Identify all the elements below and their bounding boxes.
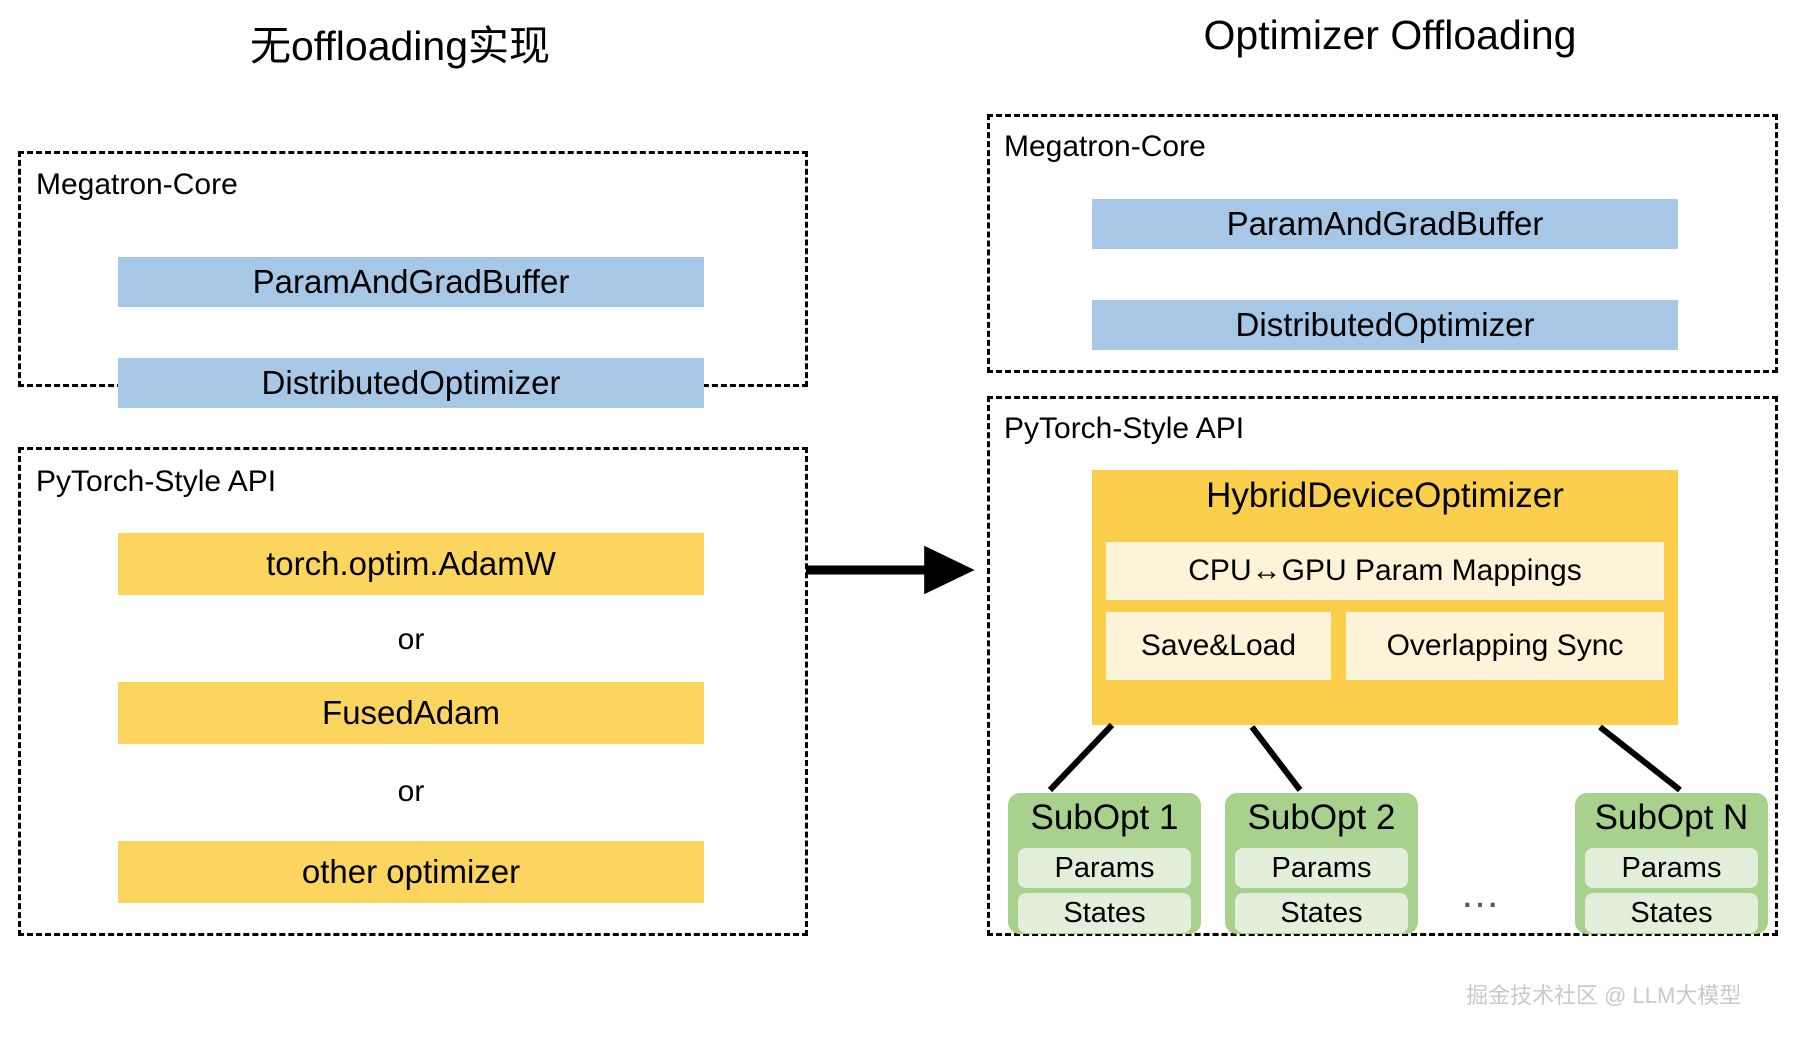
subopt-params-1: Params	[1018, 848, 1191, 888]
cpu-gpu-param-mappings-box: CPU↔GPU Param Mappings	[1106, 542, 1664, 600]
left-bar-distributed-optimizer: DistributedOptimizer	[118, 358, 704, 408]
left-or-label-1: or	[397, 623, 425, 656]
page-title-left: 无offloading实现	[249, 23, 551, 69]
watermark-text: 掘金技术社区 @ LLM大模型	[1466, 983, 1742, 1008]
subopt-title-1: SubOpt 1	[1030, 798, 1179, 837]
subopt-card-1: SubOpt 1 Params States	[1008, 793, 1201, 934]
left-bar-other-optimizer: other optimizer	[118, 841, 704, 903]
subopt-params-2: Params	[1235, 848, 1408, 888]
subopt-states-n: States	[1585, 893, 1758, 933]
left-pytorch-style-api-label: PyTorch-Style API	[36, 465, 277, 498]
hybrid-device-optimizer-title: HybridDeviceOptimizer	[1206, 476, 1564, 515]
right-bar-param-and-grad-buffer: ParamAndGradBuffer	[1092, 199, 1678, 249]
subopt-params-n: Params	[1585, 848, 1758, 888]
subopt-card-n: SubOpt N Params States	[1575, 793, 1768, 934]
left-bar-param-and-grad-buffer: ParamAndGradBuffer	[118, 257, 704, 307]
right-megatron-core-label: Megatron-Core	[1004, 130, 1206, 163]
subopt-title-2: SubOpt 2	[1247, 798, 1396, 837]
left-megatron-core-label: Megatron-Core	[36, 168, 238, 201]
subopt-title-n: SubOpt N	[1594, 798, 1749, 837]
right-bar-distributed-optimizer: DistributedOptimizer	[1092, 300, 1678, 350]
overlapping-sync-box: Overlapping Sync	[1346, 612, 1664, 680]
left-bar-torch-optim-adamw: torch.optim.AdamW	[118, 533, 704, 595]
subopt-states-1: States	[1018, 893, 1191, 933]
left-or-label-2: or	[397, 775, 425, 808]
subopt-ellipsis: …	[1460, 872, 1503, 916]
subopt-states-2: States	[1235, 893, 1408, 933]
left-bar-fused-adam: FusedAdam	[118, 682, 704, 744]
page-title-right: Optimizer Offloading	[1203, 12, 1577, 58]
right-pytorch-style-api-label: PyTorch-Style API	[1004, 412, 1245, 445]
save-and-load-box: Save&Load	[1106, 612, 1331, 680]
hybrid-device-optimizer-box: HybridDeviceOptimizer CPU↔GPU Param Mapp…	[1092, 470, 1678, 725]
subopt-card-2: SubOpt 2 Params States	[1225, 793, 1418, 934]
